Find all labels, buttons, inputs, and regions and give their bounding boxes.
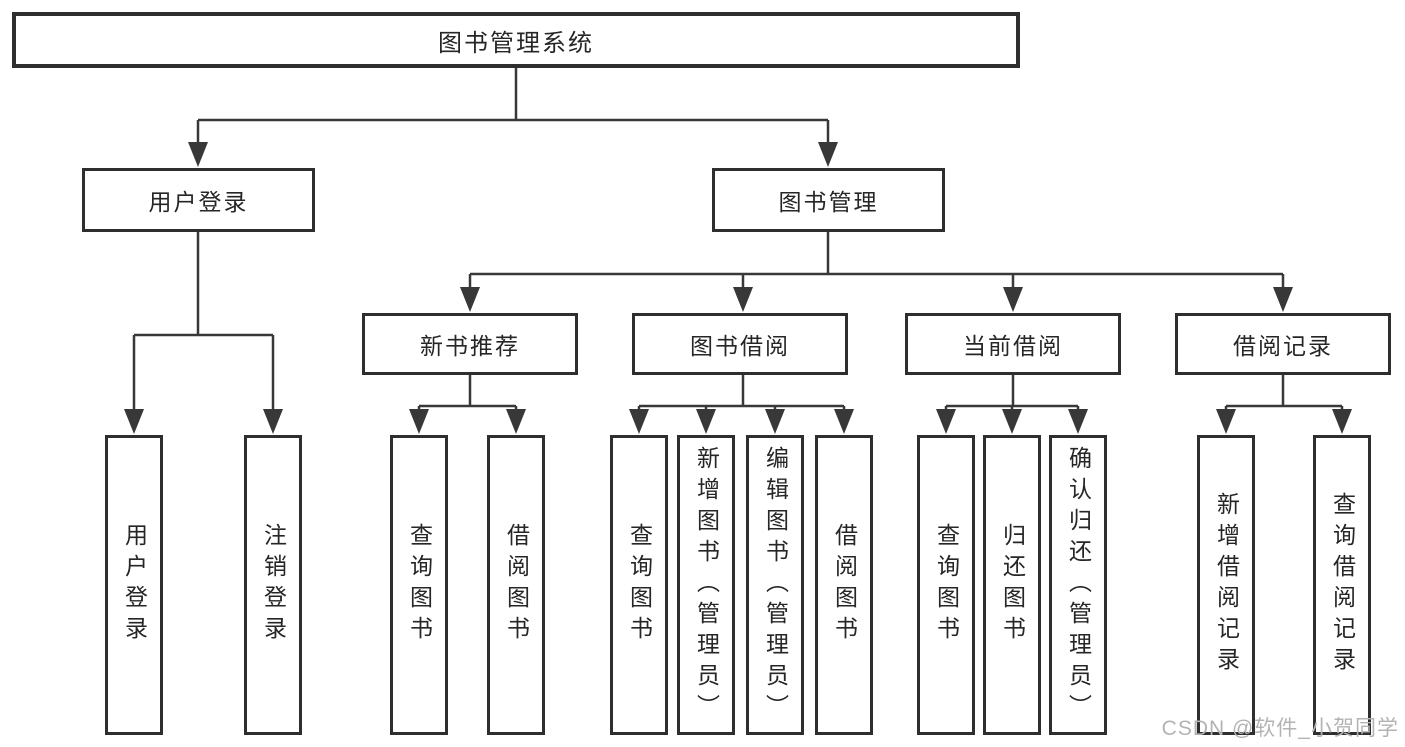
arrowhead: [629, 409, 649, 434]
leaf-query-borrow-record: 查询借阅记录: [1313, 435, 1371, 735]
node-label: 借阅图书: [831, 523, 858, 647]
arrowhead: [124, 409, 144, 434]
node-label: 借阅图书: [503, 523, 530, 647]
node-label: 图书借阅: [690, 333, 790, 359]
leaf-logout: 注销登录: [244, 435, 302, 735]
leaf-return-books: 归还图书: [983, 435, 1041, 735]
node-label: 查询图书: [406, 523, 433, 647]
arrowhead: [1332, 409, 1352, 434]
node-label: 查询图书: [933, 523, 960, 647]
node-label: 新增借阅记录: [1213, 492, 1240, 678]
leaf-edit-books-admin: 编辑图书（管理员）: [746, 435, 804, 735]
node-label: 新增图书（管理员）: [693, 445, 720, 725]
node-label: 用户登录: [121, 523, 148, 647]
node-label: 确认归还（管理员）: [1065, 445, 1092, 725]
arrowhead: [1273, 287, 1293, 312]
node-label: 注销登录: [260, 523, 287, 647]
node-label: 新书推荐: [420, 333, 520, 359]
node-label: 查询借阅记录: [1329, 492, 1356, 678]
leaf-query-books-recommend: 查询图书: [390, 435, 448, 735]
leaf-confirm-return-admin: 确认归还（管理员）: [1049, 435, 1107, 735]
leaf-add-borrow-record: 新增借阅记录: [1197, 435, 1255, 735]
arrowhead: [818, 142, 838, 167]
node-label: 归还图书: [999, 523, 1026, 647]
arrowhead: [1003, 287, 1023, 312]
arrowhead: [409, 409, 429, 434]
arrowhead: [1002, 409, 1022, 434]
leaf-borrow-books-recommend: 借阅图书: [487, 435, 545, 735]
leaf-borrow-books: 借阅图书: [815, 435, 873, 735]
csdn-watermark: CSDN @软件_小贺同学: [1161, 717, 1399, 740]
node-borrowing-records: 借阅记录: [1175, 313, 1391, 375]
arrowhead: [188, 142, 208, 167]
arrowhead: [733, 287, 753, 312]
leaf-user-login: 用户登录: [105, 435, 163, 735]
node-label: 编辑图书（管理员）: [762, 445, 789, 725]
node-label: 当前借阅: [963, 333, 1063, 359]
arrowhead: [1068, 409, 1088, 434]
node-label: 借阅记录: [1233, 333, 1333, 359]
node-label: 图书管理系统: [438, 29, 594, 57]
arrowhead: [263, 409, 283, 434]
node-label: 图书管理: [778, 189, 879, 215]
node-current-borrowing: 当前借阅: [905, 313, 1121, 375]
node-label: 用户登录: [148, 189, 249, 215]
arrowhead: [1216, 409, 1236, 434]
leaf-query-books-borrow: 查询图书: [610, 435, 668, 735]
node-book-management: 图书管理: [712, 168, 945, 232]
node-user-login: 用户登录: [82, 168, 315, 232]
arrowhead: [765, 409, 785, 434]
node-label: 查询图书: [626, 523, 653, 647]
node-book-borrowing: 图书借阅: [632, 313, 848, 375]
arrowhead: [460, 287, 480, 312]
arrowhead: [936, 409, 956, 434]
leaf-add-books-admin: 新增图书（管理员）: [677, 435, 735, 735]
arrowhead: [696, 409, 716, 434]
arrowhead: [834, 409, 854, 434]
node-new-book-recommendation: 新书推荐: [362, 313, 578, 375]
arrowhead: [506, 409, 526, 434]
node-library-management-system: 图书管理系统: [12, 12, 1020, 68]
leaf-query-books-current: 查询图书: [917, 435, 975, 735]
